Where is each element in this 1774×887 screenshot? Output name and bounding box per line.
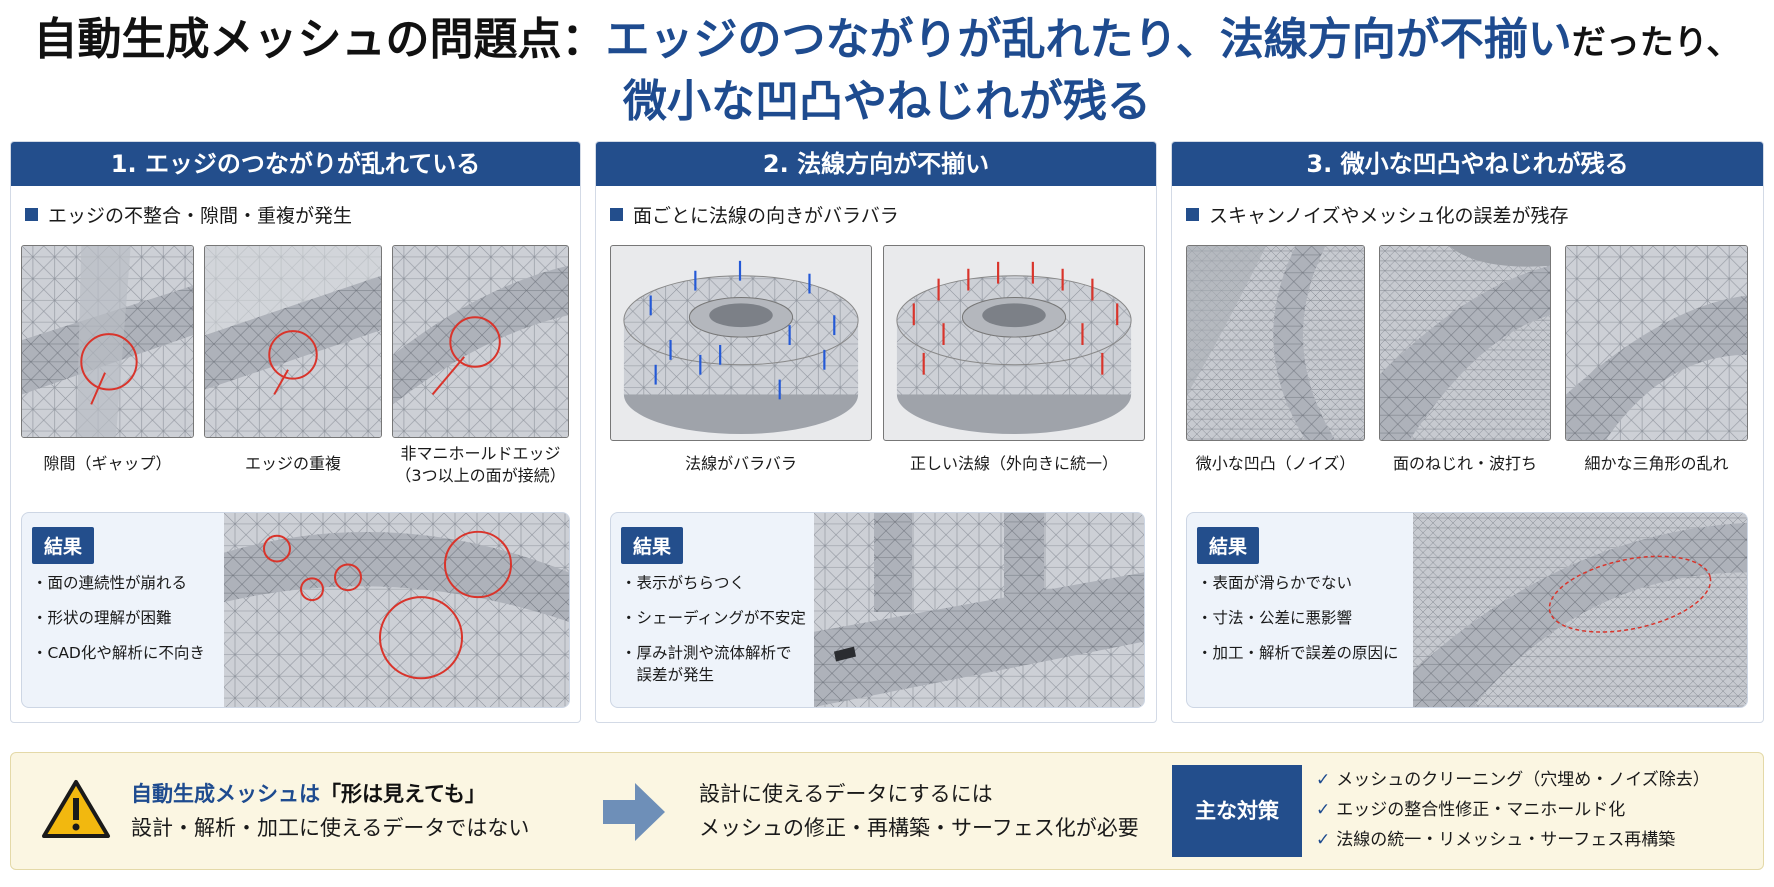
summary-requirement: 設計に使えるデータにするには メッシュの修正・再構築・サーフェス化が必要 [699, 777, 1139, 845]
panel-header: 2. 法線方向が不揃い [596, 142, 1156, 186]
result-list: ・表示がちらつく ・シェーディングが不安定 ・厚み計測や流体解析で 誤差が発生 [621, 573, 806, 700]
gap-caption: 隙間（ギャップ） [43, 454, 172, 473]
inconsistent-normals-image [610, 245, 872, 441]
result-list: ・面の連続性が崩れる ・形状の理解が困難 ・CAD化や解析に不向き [32, 573, 205, 678]
result-item: ・加工・解析で誤差の原因に [1197, 644, 1399, 662]
requirement-line1: 設計に使えるデータにするには [699, 782, 993, 806]
summary-line1-a: 自動生成メッシュは [131, 782, 320, 806]
summary-line2: 設計・解析・加工に使えるデータではない [131, 816, 530, 840]
checkmark-icon: ✓ [1316, 770, 1331, 790]
triangle-disorder-image [1565, 245, 1748, 441]
result-box: 結果 ・表面が滑らかでない ・寸法・公差に悪影響 ・加工・解析で誤差の原因に [1186, 512, 1748, 708]
edge-overlap-image [204, 245, 382, 438]
measures-badge: 主な対策 [1172, 765, 1302, 857]
micro-bumps-image [1186, 245, 1365, 441]
result-item: ・厚み計測や流体解析で [621, 644, 792, 662]
gap-image [21, 245, 194, 438]
surface-twist-caption: 面のねじれ・波打ち [1392, 454, 1537, 473]
panel-subheading: 面ごとに法線の向きがバラバラ [610, 201, 899, 228]
correct-normals-caption: 正しい法線（外向きに統一） [909, 454, 1118, 473]
page-title: 自動生成メッシュの問題点：エッジのつながりが乱れたり、法線方向が不揃いだったり、… [0, 10, 1774, 131]
micro-bumps-caption: 微小な凹凸（ノイズ） [1195, 454, 1356, 473]
panel-subheading: エッジの不整合・隙間・重複が発生 [25, 201, 352, 228]
title-highlight: エッジのつながりが乱れたり、法線方向が不揃い [605, 14, 1572, 65]
measure-item: ✓メッシュのクリーニング（穴埋め・ノイズ除去） [1316, 765, 1710, 795]
panel-normal-direction: 2. 法線方向が不揃い 面ごとに法線の向きがバラバラ 法線がバラバラ [595, 141, 1157, 723]
non-manifold-caption-line2: （3つ以上の面が接続） [395, 466, 566, 485]
non-manifold-image [392, 245, 569, 438]
result-box: 結果 ・面の連続性が崩れる ・形状の理解が困難 ・CAD化や解析に不向き [21, 512, 570, 708]
panel-header: 3. 微小な凹凸やねじれが残る [1172, 142, 1763, 186]
panel-subheading: スキャンノイズやメッシュ化の誤差が残存 [1186, 201, 1568, 228]
surface-twist-image [1379, 245, 1551, 441]
bullet-square-icon [25, 208, 38, 221]
panel-header: 1. エッジのつながりが乱れている [11, 142, 580, 186]
checkmark-icon: ✓ [1316, 800, 1331, 820]
checkmark-icon: ✓ [1316, 830, 1331, 850]
result-item: ・CAD化や解析に不向き [32, 644, 205, 662]
result-item: ・面の連続性が崩れる [32, 574, 188, 592]
measure-item: ✓法線の統一・リメッシュ・サーフェス再構築 [1316, 825, 1710, 855]
measure-text: エッジの整合性修正・マニホールド化 [1336, 800, 1626, 820]
result-item: ・シェーディングが不安定 [621, 609, 806, 627]
measures-list: ✓メッシュのクリーニング（穴埋め・ノイズ除去） ✓エッジの整合性修正・マニホール… [1316, 765, 1710, 855]
requirement-line2: メッシュの修正・再構築・サーフェス化が必要 [699, 816, 1139, 840]
result-item: 誤差が発生 [621, 666, 715, 684]
bullet-square-icon [1186, 208, 1199, 221]
result-box: 結果 ・表示がちらつく ・シェーディングが不安定 ・厚み計測や流体解析で 誤差が… [610, 512, 1145, 708]
subheading-text: スキャンノイズやメッシュ化の誤差が残存 [1209, 205, 1569, 227]
correct-normals-image [883, 245, 1145, 441]
title-line2: 微小な凹凸やねじれが残る [623, 76, 1151, 127]
non-manifold-caption: 非マニホールドエッジ （3つ以上の面が接続） [392, 443, 569, 487]
inconsistent-normals-caption: 法線がバラバラ [685, 454, 797, 473]
right-arrow-icon [603, 783, 665, 841]
result-mesh-image [814, 513, 1144, 707]
result-item: ・表面が滑らかでない [1197, 574, 1353, 592]
measure-text: 法線の統一・リメッシュ・サーフェス再構築 [1336, 830, 1676, 850]
title-prefix: 自動生成メッシュの問題点： [33, 14, 606, 65]
summary-statement: 自動生成メッシュは「形は見えても」 設計・解析・加工に使えるデータではない [131, 777, 529, 845]
warning-icon [42, 780, 110, 838]
summary-line1-b: 「形は見えても」 [320, 782, 486, 806]
bullet-square-icon [610, 208, 623, 221]
result-badge: 結果 [1197, 527, 1260, 564]
subheading-text: 面ごとに法線の向きがバラバラ [633, 205, 899, 227]
result-item: ・表示がちらつく [621, 574, 746, 592]
result-mesh-image [1413, 513, 1747, 707]
title-connector: だったり、 [1571, 23, 1741, 63]
non-manifold-caption-line1: 非マニホールドエッジ [400, 444, 561, 463]
result-item: ・寸法・公差に悪影響 [1197, 609, 1353, 627]
summary-bar: 自動生成メッシュは「形は見えても」 設計・解析・加工に使えるデータではない 設計… [10, 752, 1764, 870]
measure-item: ✓エッジの整合性修正・マニホールド化 [1316, 795, 1710, 825]
panel-surface-noise: 3. 微小な凹凸やねじれが残る スキャンノイズやメッシュ化の誤差が残存 微小な凹… [1171, 141, 1764, 723]
edge-overlap-caption: エッジの重複 [244, 454, 341, 473]
subheading-text: エッジの不整合・隙間・重複が発生 [48, 205, 353, 227]
panel-edge-connectivity: 1. エッジのつながりが乱れている エッジの不整合・隙間・重複が発生 隙間（ギャ… [10, 141, 581, 723]
result-item: ・形状の理解が困難 [32, 609, 172, 627]
result-badge: 結果 [621, 527, 684, 564]
triangle-disorder-caption: 細かな三角形の乱れ [1584, 454, 1729, 473]
measure-text: メッシュのクリーニング（穴埋め・ノイズ除去） [1336, 770, 1710, 790]
result-list: ・表面が滑らかでない ・寸法・公差に悪影響 ・加工・解析で誤差の原因に [1197, 573, 1399, 678]
result-badge: 結果 [32, 527, 95, 564]
result-mesh-image [224, 513, 569, 707]
